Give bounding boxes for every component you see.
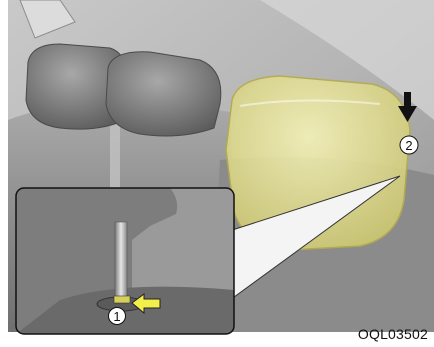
inset-headrest-post (115, 222, 127, 304)
callout-2-label: 2 (405, 138, 412, 153)
callout-2: 2 (400, 136, 418, 154)
callout-1-label: 1 (113, 309, 120, 324)
headrest-center (106, 52, 221, 136)
inset-release-button (114, 296, 130, 303)
image-code: OQL03502 (358, 326, 428, 342)
callout-1: 1 (109, 308, 126, 325)
inset-detail: 1 (16, 188, 234, 334)
